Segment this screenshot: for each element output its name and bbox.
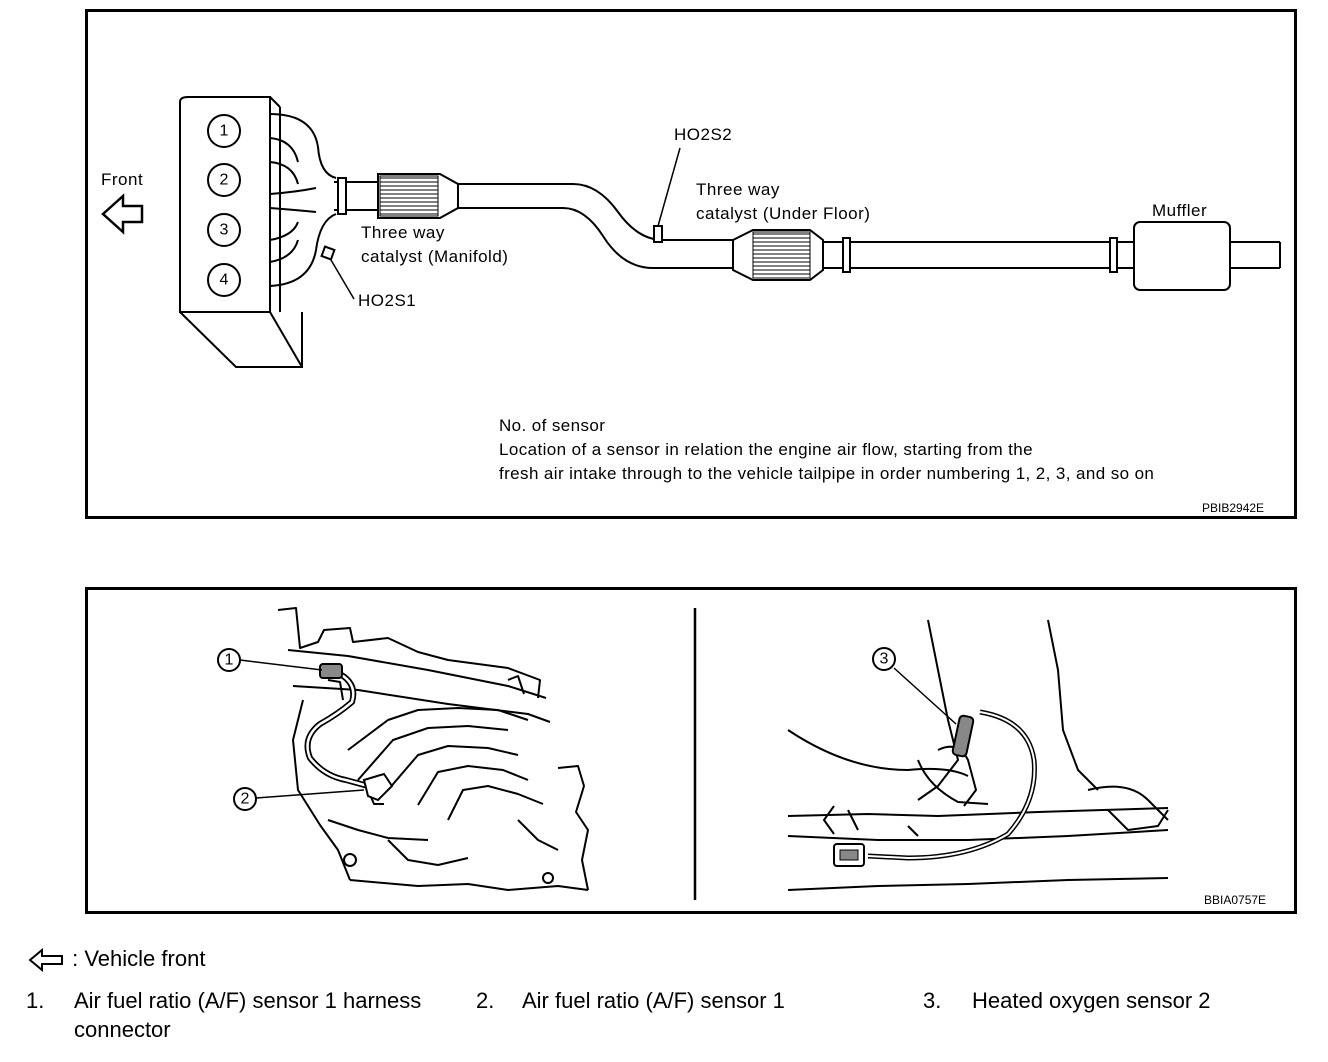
ho2s2-label: HO2S2 (674, 125, 732, 144)
ho2s1-sensor (320, 245, 355, 300)
muffler-label: Muffler (1152, 201, 1207, 220)
exhaust-manifold (269, 113, 337, 287)
ho2s2-sensor (653, 147, 681, 243)
vehicle-front-legend: : Vehicle front (28, 946, 205, 973)
catalyst-underfloor-label-1: Three way (696, 180, 780, 199)
catalyst-manifold-label-2: catalyst (Manifold) (361, 247, 508, 266)
engine-illustration (277, 607, 589, 891)
ho2s1-label: HO2S1 (358, 291, 416, 310)
cylinder-1: 1 (207, 114, 241, 148)
svg-text:1: 1 (225, 652, 234, 669)
ho2s2-harness (867, 709, 1037, 861)
svg-text:4: 4 (220, 272, 229, 289)
svg-text:3: 3 (880, 651, 889, 668)
callout-2: 2 (233, 787, 365, 811)
af-sensor-1 (362, 772, 394, 802)
svg-text:2: 2 (220, 172, 229, 189)
cylinder-2: 2 (207, 163, 241, 197)
legend-item-3-text: Heated oxygen sensor 2 (972, 988, 1211, 1013)
svg-text:2: 2 (241, 791, 250, 808)
legend-item-3-number: 3. (923, 988, 942, 1013)
callout-3: 3 (872, 647, 957, 725)
catalyst-manifold (377, 173, 459, 219)
engine-block (179, 96, 303, 368)
catalyst-underfloor (732, 229, 824, 281)
legend-item-1-number: 1. (26, 988, 45, 1013)
af-sensor-harness (304, 669, 369, 789)
legend-item-1-text: Air fuel ratio (A/F) sensor 1 harness (74, 988, 422, 1013)
sensor-location-panel: 1 2 (85, 587, 1297, 914)
exhaust-pipe-middle (458, 183, 733, 269)
cylinder-4: 4 (207, 263, 241, 297)
vehicle-front-text: : Vehicle front (72, 946, 206, 971)
front-arrow-icon (28, 948, 63, 973)
underfloor-illustration (787, 619, 1169, 891)
muffler (1133, 221, 1281, 291)
note-line-2: Location of a sensor in relation the eng… (499, 440, 1033, 459)
af-sensor-harness-connector (319, 663, 343, 679)
catalyst-manifold-label-1: Three way (361, 223, 445, 242)
exhaust-layout-diagram: Front 1 2 3 4 (101, 96, 1281, 515)
ho2s2-connector (822, 805, 865, 867)
svg-text:1: 1 (220, 123, 229, 140)
sensor-location-diagram: 1 2 (217, 607, 1266, 907)
catalyst-underfloor-label-2: catalyst (Under Floor) (696, 204, 870, 223)
legend-item-1-text-line2: connector (74, 1017, 171, 1042)
note-line-3: fresh air intake through to the vehicle … (499, 464, 1154, 483)
note-title: No. of sensor (499, 416, 605, 435)
front-label: Front (101, 170, 143, 189)
front-arrow-icon (101, 193, 144, 235)
heated-oxygen-sensor-2 (951, 714, 975, 758)
exhaust-pipe-front (334, 177, 378, 215)
legend-item-2-number: 2. (476, 988, 495, 1013)
cylinder-3: 3 (207, 213, 241, 247)
legend-item-2-text: Air fuel ratio (A/F) sensor 1 (522, 988, 785, 1013)
exhaust-layout-panel: Front 1 2 3 4 (85, 9, 1297, 519)
callout-1: 1 (217, 648, 323, 672)
bottom-figure-code: BBIA0757E (1204, 893, 1266, 907)
svg-text:3: 3 (220, 222, 229, 239)
top-figure-code: PBIB2942E (1202, 501, 1264, 515)
exhaust-pipe-rear (823, 237, 1134, 273)
